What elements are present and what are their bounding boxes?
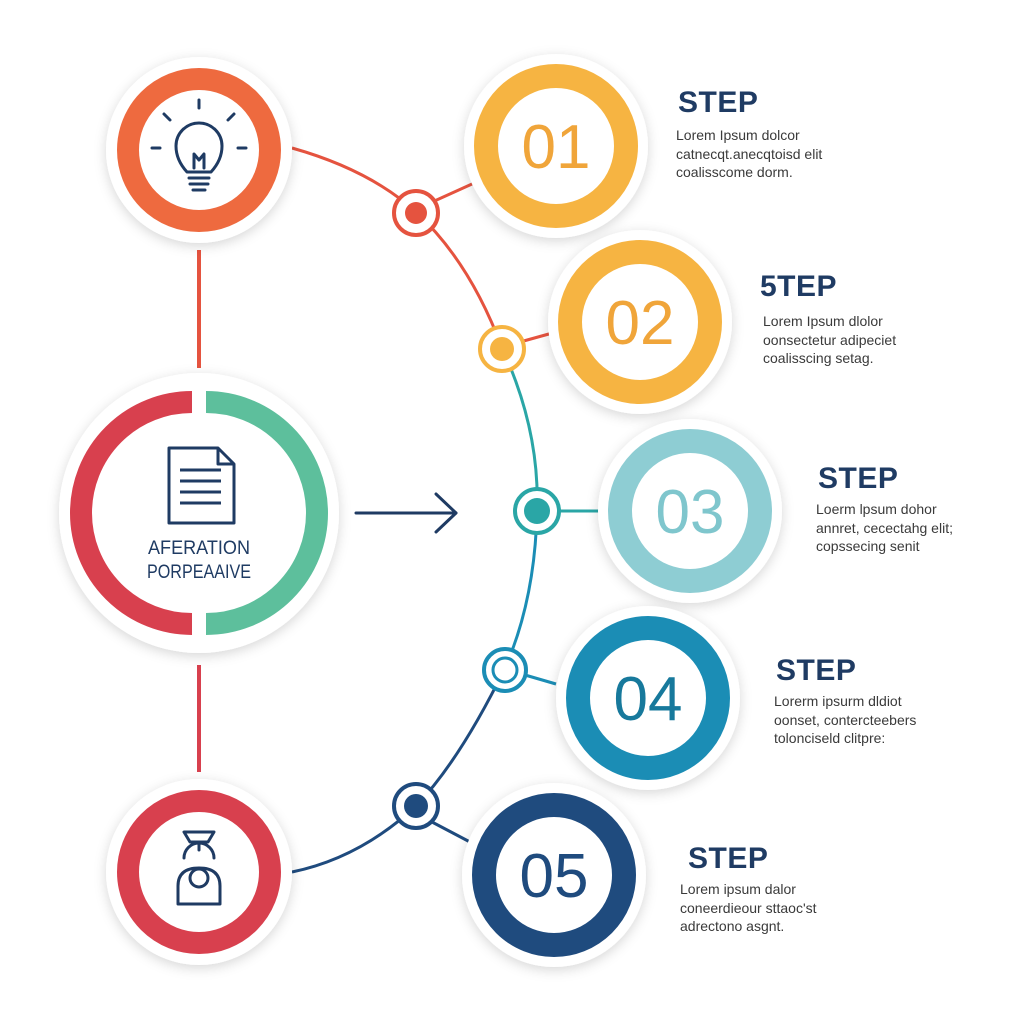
step-2-desc-line: oonsectetur adipeciet (763, 331, 897, 348)
step-2-ring (558, 240, 722, 404)
arc-node-1 (392, 189, 440, 237)
center-label-line2: PORPEAAIVE (147, 562, 251, 583)
step-5-desc-line: adrectono asgnt. (680, 918, 785, 934)
step-1-desc-line: Lorem Ipsum dolcor (676, 127, 800, 143)
lightbulb-icon (150, 98, 248, 192)
step-1-ring (474, 64, 638, 228)
step-5-circle: 05 (462, 783, 646, 967)
center-node: AFERATION PORPEAAIVE (59, 373, 339, 653)
step-3-desc-line: Loerm lpsum dohor (816, 501, 937, 517)
step-4-description: Lorerm ipsurm dldiot oonset, contercteeb… (774, 692, 916, 748)
step-4-desc-line: tolonciseld clitpre: (774, 730, 886, 746)
step-2-title: 5TEP (760, 270, 838, 303)
step-5-number: 05 (520, 842, 589, 911)
arc-node-3 (513, 487, 561, 535)
step-3-ring (608, 429, 772, 593)
step-2-description: Lorem Ipsum dlolor oonsectetur adipeciet… (763, 312, 896, 368)
step-1-desc-line: coalisscome dorm. (676, 164, 793, 180)
step-2-number: 02 (606, 289, 675, 358)
step-circles: 01 02 03 04 05 (462, 54, 782, 967)
step-2-desc-line: coalisscing setag. (763, 350, 874, 366)
step-4-title: STEP (776, 654, 857, 687)
top-node (106, 57, 292, 243)
step-5-ring (472, 793, 636, 957)
step-4-circle: 04 (556, 606, 740, 790)
arc-node-2 (478, 325, 526, 373)
step-3-title: STEP (818, 462, 899, 495)
arc-node-5 (392, 782, 440, 830)
step-5-desc-line: coneerdieour sttaoc'st (680, 899, 817, 916)
step-2-desc-line: Lorem Ipsum dlolor (763, 313, 883, 329)
arrow-right-icon (354, 492, 458, 534)
step-2-circle: 02 (548, 230, 732, 414)
step-3-desc-line: annret, cecectahg elit; (816, 519, 953, 536)
step-1-description: Lorem Ipsum dolcor catnecqt.anecqtoisd e… (676, 126, 822, 182)
step-1-title: STEP (678, 86, 759, 119)
center-label-line1: AFERATION (148, 538, 250, 559)
step-1-number: 01 (522, 113, 591, 182)
step-4-ring (566, 616, 730, 780)
step-4-desc-line: oonset, contercteebers (774, 711, 917, 728)
step-1-circle: 01 (464, 54, 648, 238)
step-3-circle: 03 (598, 419, 782, 603)
arc-node-4 (482, 647, 528, 693)
bottom-node (106, 779, 292, 965)
step-5-desc-line: Lorem ipsum dalor (680, 881, 796, 897)
step-3-number: 03 (656, 478, 725, 547)
step-4-number: 04 (614, 665, 683, 734)
step-3-description: Loerm lpsum dohor annret, cecectahg elit… (816, 500, 953, 556)
step-3-desc-line: copssecing senit (816, 538, 920, 554)
step-5-description: Lorem ipsum dalor coneerdieour sttaoc'st… (680, 880, 817, 936)
step-1-desc-line: catnecqt.anecqtoisd elit (676, 145, 823, 162)
document-icon (167, 446, 236, 525)
step-5-title: STEP (688, 842, 769, 875)
person-icon (176, 830, 222, 906)
step-4-desc-line: Lorerm ipsurm dldiot (774, 693, 902, 709)
